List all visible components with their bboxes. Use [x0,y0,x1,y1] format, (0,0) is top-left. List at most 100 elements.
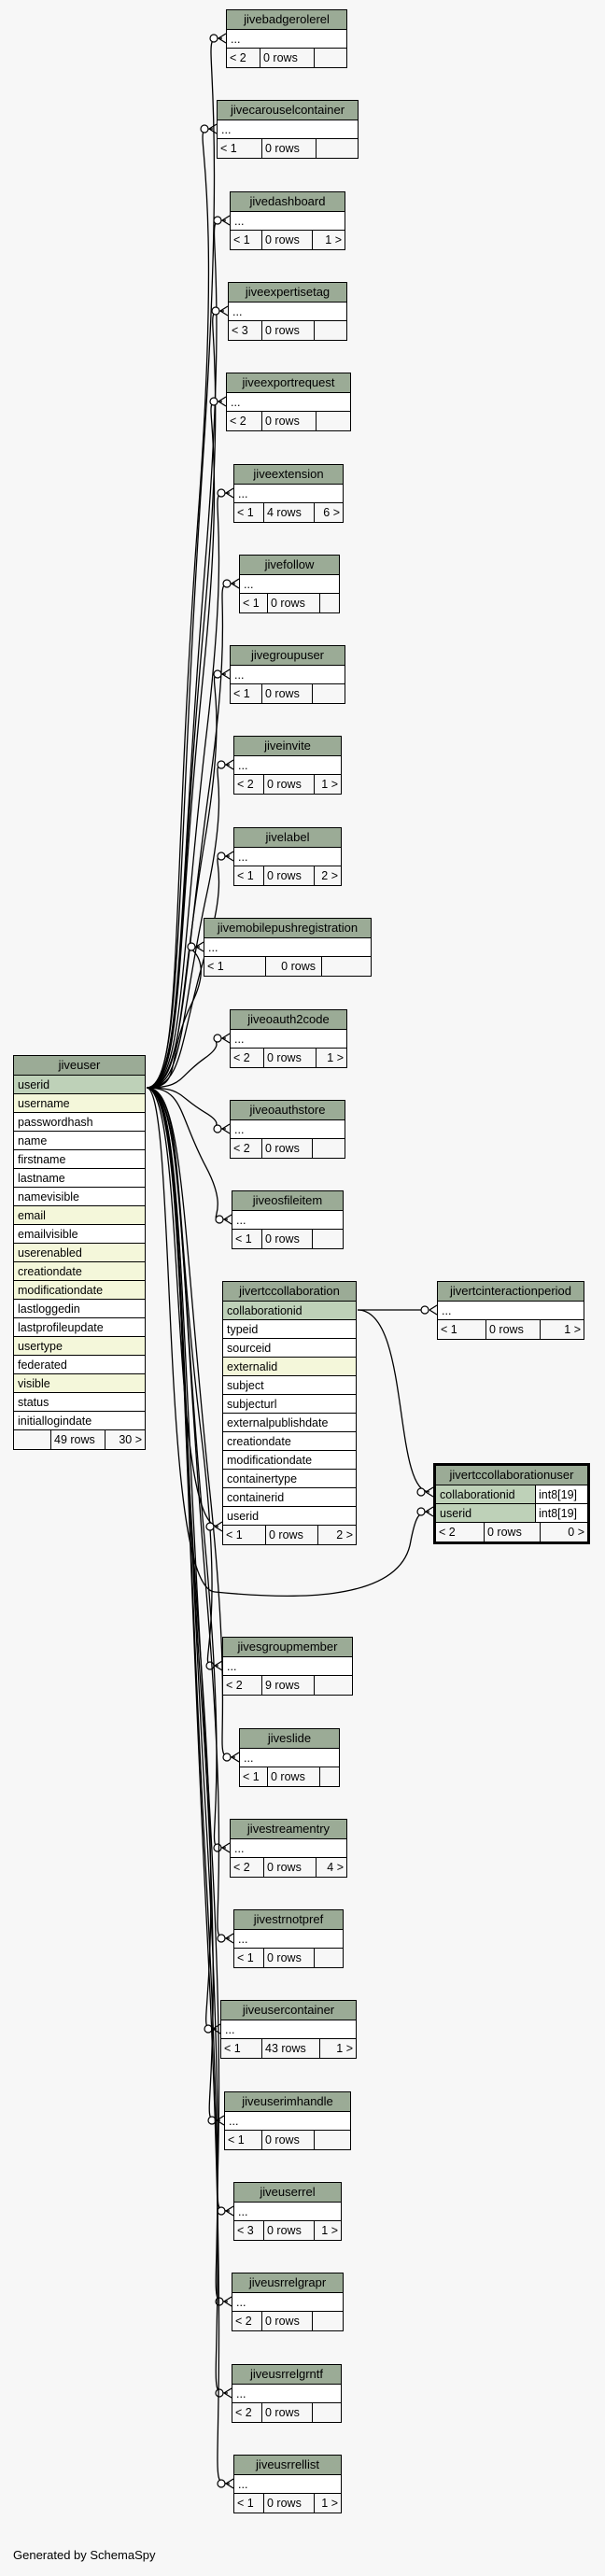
relationship-line-collabuser-collabid [357,1309,430,1493]
table-name: jiveuserimhandle [225,2092,350,2112]
table-jivertccollaboration[interactable]: jivertccollaboration collaborationid typ… [222,1281,357,1545]
table-jivestreamentry[interactable]: jivestreamentry ... < 2 0 rows 4 > [230,1819,347,1878]
row-count: 0 rows [262,684,313,703]
optional-marker-collabuser-userid [416,1507,426,1516]
table-jivertccollaborationuser[interactable]: jivertccollaborationuser collaborationid… [433,1463,590,1544]
column-creationdate: creationdate [14,1262,145,1281]
table-jivesgroupmember[interactable]: jivesgroupmember ... < 2 9 rows [222,1637,353,1696]
relationship-line-jiveexpertisetag [146,310,225,1089]
more-columns: ... [438,1302,584,1320]
table-jiveosfileitem[interactable]: jiveosfileitem ... < 1 0 rows [232,1190,344,1249]
table-jiveexpertisetag[interactable]: jiveexpertisetag ... < 3 0 rows [228,282,347,341]
column-initiallogindate: initiallogindate [14,1412,145,1430]
more-columns: ... [225,2112,350,2131]
children-count: 2 > [321,869,338,882]
table-jiveusrrelgrapr[interactable]: jiveusrrelgrapr ... < 2 0 rows [232,2273,344,2331]
table-jiveusrrelgrntf[interactable]: jiveusrrelgrntf ... < 2 0 rows [232,2364,342,2423]
table-jivedashboard[interactable]: jivedashboard ... < 1 0 rows 1 > [230,191,345,250]
optional-marker-jivegroupuser [213,669,222,679]
parents-count [14,1430,51,1449]
table-jivertcinteractionperiod[interactable]: jivertcinteractionperiod ... < 1 0 rows … [437,1281,584,1340]
row-count: 0 rows [260,49,315,67]
table-footer: < 2 0 rows [232,2403,341,2422]
table-footer: < 1 0 rows [218,139,358,158]
row-count: 9 rows [262,1676,315,1695]
row-count: 0 rows [262,1139,313,1158]
relationship-line-jiveinvite [146,764,231,1089]
row-count: 0 rows [264,1049,317,1067]
table-jiveusercontainer[interactable]: jiveusercontainer ... < 1 43 rows 1 > [220,2000,357,2059]
more-columns: ... [240,575,339,594]
table-footer: < 1 0 rows [231,684,345,703]
optional-marker-rtc-userid [205,1522,215,1531]
optional-marker-jiveuserrel [217,2206,226,2216]
table-footer: < 2 0 rows [227,49,346,67]
table-footer: < 1 43 rows 1 > [221,2039,356,2058]
table-jiveexportrequest[interactable]: jiveexportrequest ... < 2 0 rows [226,373,351,431]
table-jiveextension[interactable]: jiveextension ... < 1 4 rows 6 > [233,464,344,523]
table-jiveuser[interactable]: jiveuser userid username passwordhash na… [13,1055,146,1450]
table-jivegroupuser[interactable]: jivegroupuser ... < 1 0 rows [230,645,345,704]
table-jivebadgerolerel[interactable]: jivebadgerolerel ... < 2 0 rows [226,9,347,68]
column-containertype: containertype [223,1470,356,1488]
optional-marker-jiveexpertisetag [211,306,220,316]
table-jiveslide[interactable]: jiveslide ... < 1 0 rows [239,1728,340,1787]
table-footer: < 1 4 rows 6 > [234,503,343,522]
table-name: jiveuserrel [234,2183,341,2203]
children-count: 6 > [323,506,340,519]
crowfoot-collabuser-userid [425,1506,434,1517]
table-name: jiveoauth2code [231,1010,346,1030]
crowfoot-jivestrnotpref [225,1933,234,1944]
crowfoot-rtc-userid [214,1521,223,1532]
table-jiveoauth2code[interactable]: jiveoauth2code ... < 2 0 rows 1 > [230,1009,347,1068]
table-jiveuserrel[interactable]: jiveuserrel ... < 3 0 rows 1 > [233,2182,342,2241]
crowfoot-jivemobilepushregistration [195,941,204,952]
parents-count: < 2 [231,1049,264,1067]
optional-marker-jiveusercontainer [204,2024,213,2034]
column-name: collaborationid [436,1485,536,1503]
column-federated: federated [14,1356,145,1374]
table-name: jiveusercontainer [221,2001,356,2020]
table-name: jiveexportrequest [227,373,350,393]
crowfoot-jiveexpertisetag [219,305,229,317]
table-jivelabel[interactable]: jivelabel ... < 1 0 rows 2 > [233,827,342,886]
table-footer: < 1 0 rows 1 > [234,2494,341,2513]
column-sourceid: sourceid [223,1339,356,1358]
table-footer: < 1 0 rows [204,957,371,976]
column-email: email [14,1206,145,1225]
children-count [320,594,339,612]
column-userid: userid int8[19] [436,1504,587,1523]
crowfoot-jiveusrrelgrntf [223,2387,232,2399]
more-columns: ... [232,1211,343,1230]
table-name: jiveinvite [234,737,341,756]
parents-count: < 2 [231,1139,262,1158]
table-name: jiveusrrelgrapr [232,2273,343,2293]
table-jivecarouselcontainer[interactable]: jivecarouselcontainer ... < 1 0 rows [217,100,359,159]
column-modificationdate: modificationdate [223,1451,356,1470]
parents-count: < 1 [221,2039,262,2058]
relationship-line-rtc-userid [146,1087,219,1527]
table-jiveusrrellist[interactable]: jiveusrrellist ... < 1 0 rows 1 > [233,2455,342,2513]
table-footer: < 1 0 rows 1 > [438,1320,584,1339]
children-count: 1 > [564,1323,581,1336]
column-usertype: usertype [14,1337,145,1356]
optional-marker-jiveosfileitem [215,1215,224,1224]
optional-marker-jivecarouselcontainer [200,124,209,134]
column-namevisible: namevisible [14,1188,145,1206]
table-jivemobilepushregistration[interactable]: jivemobilepushregistration ... < 1 0 row… [204,918,372,977]
table-jiveuserimhandle[interactable]: jiveuserimhandle ... < 1 0 rows [224,2091,351,2150]
table-jiveinvite[interactable]: jiveinvite ... < 2 0 rows 1 > [233,736,342,795]
relationship-line-jiveusrrellist [146,1087,231,2485]
children-count [322,957,371,976]
column-lastprofileupdate: lastprofileupdate [14,1318,145,1337]
crowfoot-jivestreamentry [221,1842,231,1853]
table-name: jivestreamentry [231,1820,346,1839]
more-columns: ... [231,1030,346,1049]
table-jivefollow[interactable]: jivefollow ... < 1 0 rows [239,555,340,613]
row-count: 4 rows [264,503,315,522]
table-jiveoauthstore[interactable]: jiveoauthstore ... < 2 0 rows [230,1100,345,1159]
table-footer: < 1 0 rows 1 > [231,231,345,249]
table-jivestrnotpref[interactable]: jivestrnotpref ... < 1 0 rows [233,1909,344,1968]
row-count: 0 rows [268,594,320,612]
optional-marker-jivebadgerolerel [209,34,218,43]
